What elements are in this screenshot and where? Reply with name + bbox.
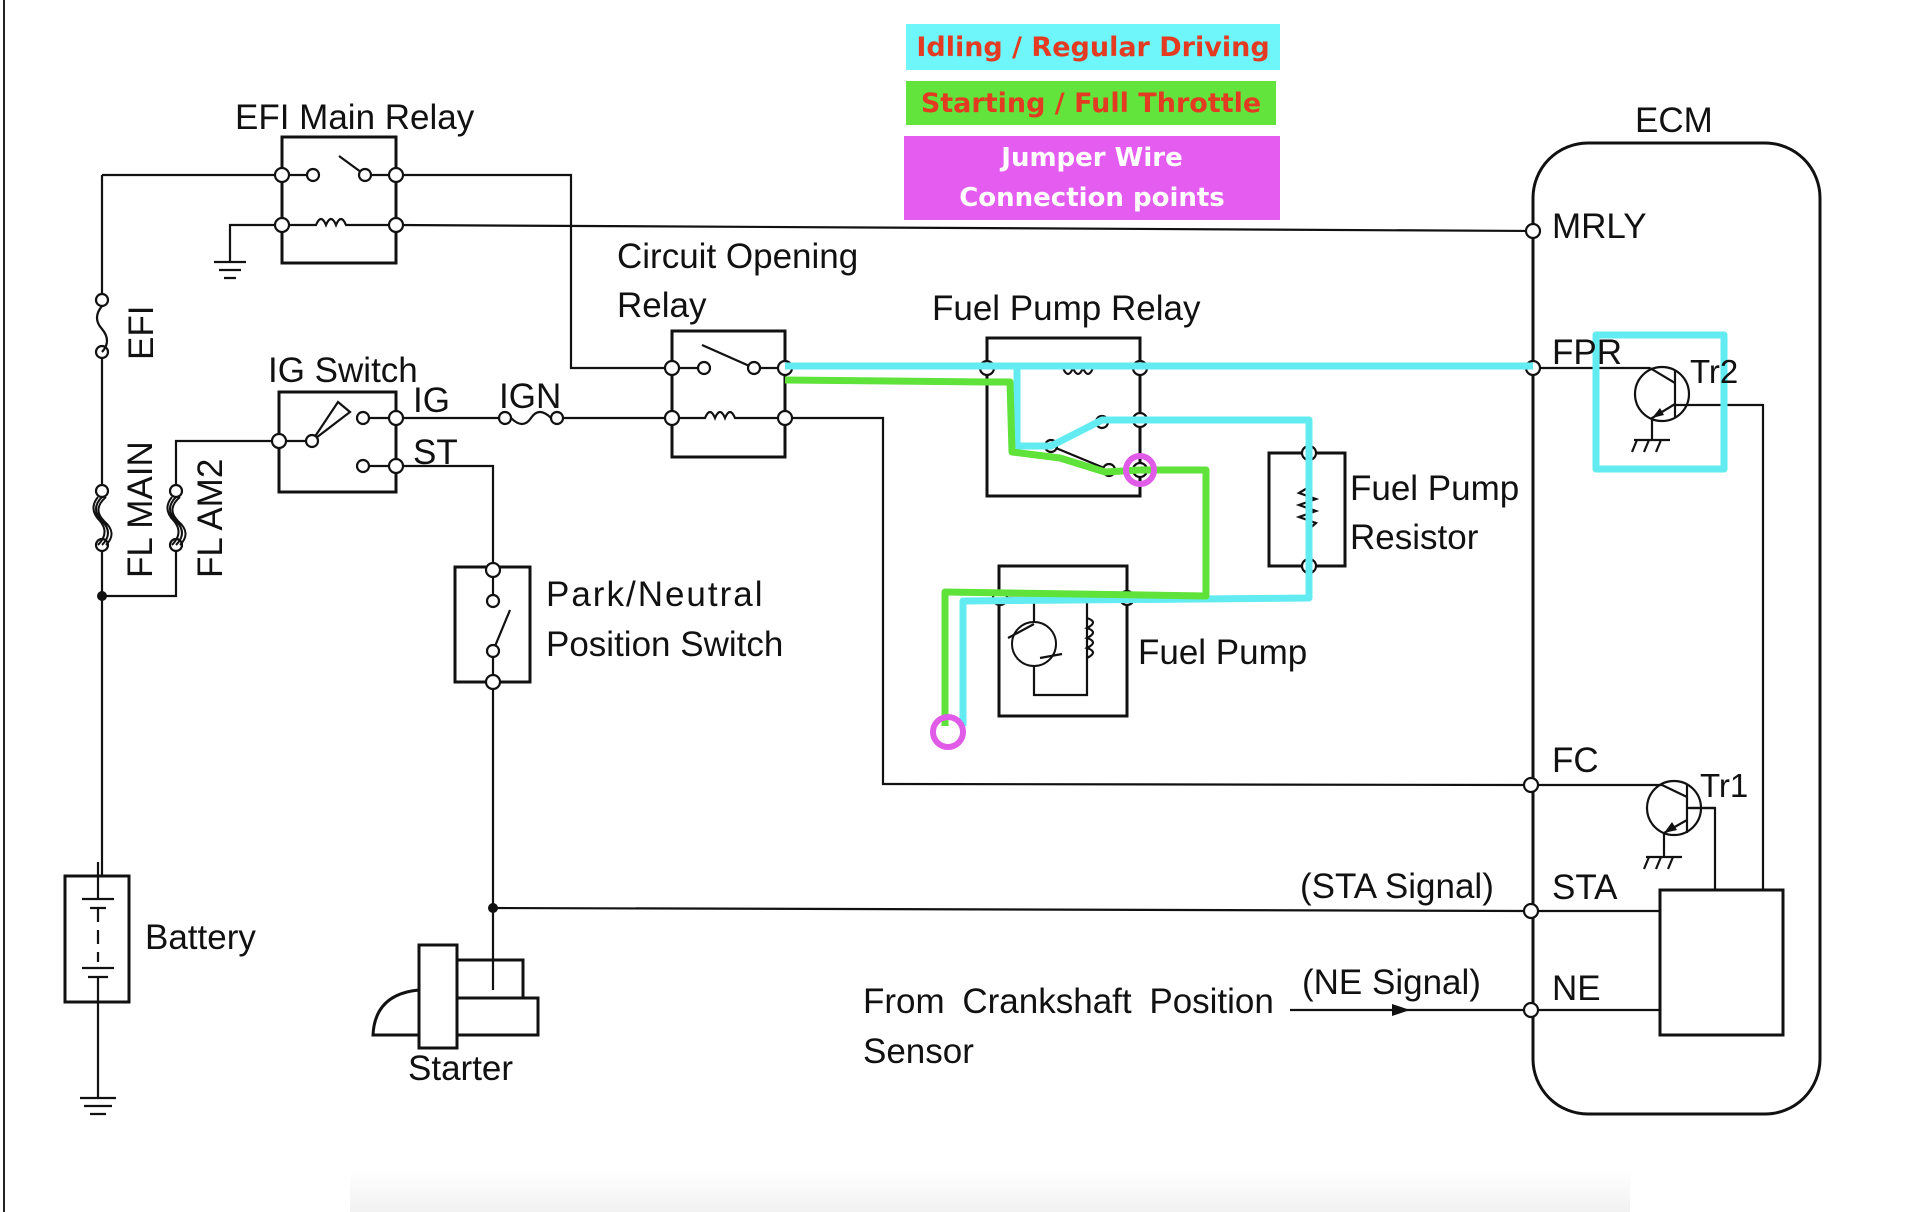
efi-main-relay-label: EFI Main Relay (235, 98, 475, 137)
ig-switch (270, 390, 405, 494)
park-neutral-label-2: Position Switch (546, 625, 783, 664)
wire-efi-relay-out (396, 173, 672, 370)
wire-fpr-relay-right (1126, 368, 1311, 600)
transistor-tr2 (1630, 365, 1691, 453)
fl-main-fuse-label: FL MAIN (121, 441, 160, 578)
battery-ground-icon (80, 1096, 116, 1116)
tr1-label: Tr1 (1700, 767, 1748, 804)
mrly-terminal-label: MRLY (1552, 207, 1647, 246)
fl-main-fuse (92, 483, 113, 553)
legend-jumper-line2: Connection points (959, 183, 1225, 213)
circuit-opening-relay-label-1: Circuit Opening (617, 237, 858, 276)
ne-signal-label: (NE Signal) (1302, 963, 1481, 1002)
ecm-logic-block (1658, 888, 1785, 1037)
efi-main-relay-box (280, 135, 398, 265)
terminal-ne (1522, 1001, 1540, 1019)
start-path-highlight (784, 376, 1210, 726)
jumper-point-relay (1123, 453, 1157, 487)
ecm (1522, 141, 1822, 1116)
relay-coil-icon (282, 217, 396, 228)
wire-efi-relay-ground (228, 223, 282, 262)
efi-fuse (94, 292, 110, 360)
legend-start: Starting / Full Throttle (906, 81, 1276, 125)
ne-arrow-icon (1392, 1004, 1410, 1016)
wire-mrly (395, 223, 1534, 233)
legend-idle-label: Idling / Regular Driving (916, 31, 1270, 63)
starter-label: Starter (408, 1049, 513, 1088)
ign-fuse-label: IGN (499, 377, 561, 416)
motor-icon (1011, 621, 1057, 667)
terminal-mrly (1524, 222, 1542, 240)
wire-relay-to-pump (1140, 468, 1208, 596)
fpr-terminal-label: FPR (1552, 333, 1622, 372)
crank-sensor-label-1: From Crankshaft Position (863, 982, 1274, 1021)
page-shadow (350, 1170, 1630, 1212)
wire-tr2-to-ecu (1533, 366, 1765, 890)
starter (371, 943, 540, 1050)
jumper-points (930, 453, 1157, 750)
crank-sensor-label-2: Sensor (863, 1032, 974, 1071)
fuel-pump (991, 564, 1136, 718)
fuel-pump-label: Fuel Pump (1138, 633, 1307, 672)
wire-fc (785, 416, 1532, 787)
ground-icon (214, 260, 246, 280)
jumper-point-pump (930, 714, 966, 750)
fuel-pump-resistor-label-2: Resistor (1350, 518, 1479, 557)
efi-fuse-label: EFI (122, 306, 161, 360)
fl-am2-fuse-label: FL AM2 (191, 459, 230, 578)
junction-dot (488, 903, 498, 913)
park-neutral-label-1: Park/Neutral (546, 575, 765, 614)
ne-terminal-label: NE (1552, 969, 1601, 1008)
terminal-sta (1522, 902, 1540, 920)
legend-start-label: Starting / Full Throttle (920, 87, 1262, 119)
efi-main-relay (273, 135, 405, 265)
ig-switch-label: IG Switch (268, 351, 418, 390)
wire-sta-signal (492, 906, 1532, 913)
tr2-label: Tr2 (1690, 353, 1738, 390)
fuel-pump-relay-label: Fuel Pump Relay (932, 289, 1201, 328)
relay-switch-icon (282, 155, 396, 177)
fuel-pump-resistor-label-1: Fuel Pump (1350, 469, 1519, 508)
legend-jumper-line1: Jumper Wire (1001, 143, 1183, 173)
circuit-opening-relay (663, 329, 794, 459)
transistor-tr1 (1642, 779, 1715, 870)
battery (63, 862, 131, 1098)
pump-coil-icon (1084, 616, 1095, 659)
junction-dot (97, 591, 107, 601)
park-neutral-switch (453, 561, 532, 691)
wire-st (396, 464, 495, 567)
page-border (3, 0, 5, 1212)
sta-signal-label: (STA Signal) (1300, 867, 1494, 906)
st-terminal-label: ST (413, 433, 458, 472)
circuit-opening-relay-label-2: Relay (617, 286, 707, 325)
sta-terminal-label: STA (1552, 868, 1618, 907)
idle-path-highlight (785, 331, 1728, 726)
ign-fuse (497, 410, 565, 426)
wire-fl-am2 (102, 439, 279, 598)
fc-terminal-label: FC (1552, 741, 1599, 780)
battery-label: Battery (145, 918, 256, 957)
ig-terminal-label: IG (413, 381, 450, 420)
ecm-label: ECM (1635, 101, 1713, 140)
terminal-fc (1522, 776, 1540, 794)
fl-am2-fuse (166, 483, 187, 553)
legend-idle: Idling / Regular Driving (906, 24, 1280, 70)
legend-jumper: Jumper Wire Connection points (904, 136, 1280, 220)
